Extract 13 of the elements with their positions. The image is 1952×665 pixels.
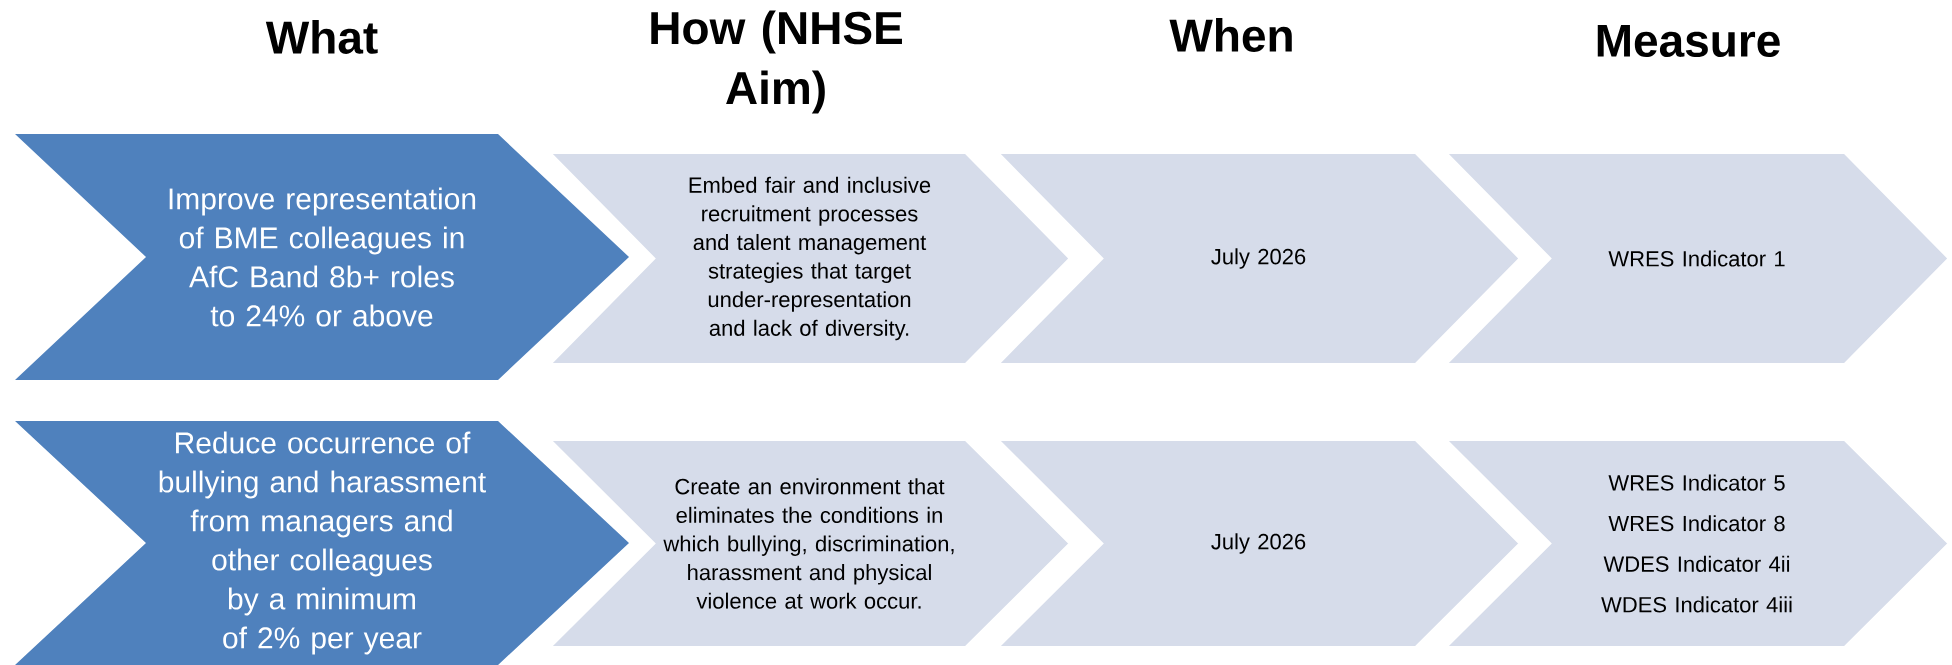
node-label: WRES Indicator 1 — [1608, 250, 1785, 267]
step-box: Reduce occurrence of bullying and harassment from managers and other colleagues by a minimum of 2% per year — [15, 421, 629, 665]
node-label: WDES Indicator 4iii — [1601, 596, 1792, 613]
node-label: Create an environment that eliminates the conditions in which bullying, discrimination, harassment and physical violence at work occur. — [663, 478, 954, 609]
step-box: Improve representation of BME colleagues in AfC Band 8b+ roles to 24% or above — [15, 134, 629, 380]
node-label: WRES Indicator 5 — [1608, 474, 1785, 491]
column-header: Measure — [1597, 24, 1780, 58]
column-header: When — [1169, 18, 1292, 52]
node-label: WRES Indicator 8 — [1608, 515, 1785, 532]
column-header: How (NHSE Aim) — [651, 10, 902, 114]
node-label: July 2026 — [1211, 533, 1306, 554]
column-header: What — [265, 20, 378, 54]
node-label: WDES Indicator 4ii — [1603, 555, 1790, 572]
